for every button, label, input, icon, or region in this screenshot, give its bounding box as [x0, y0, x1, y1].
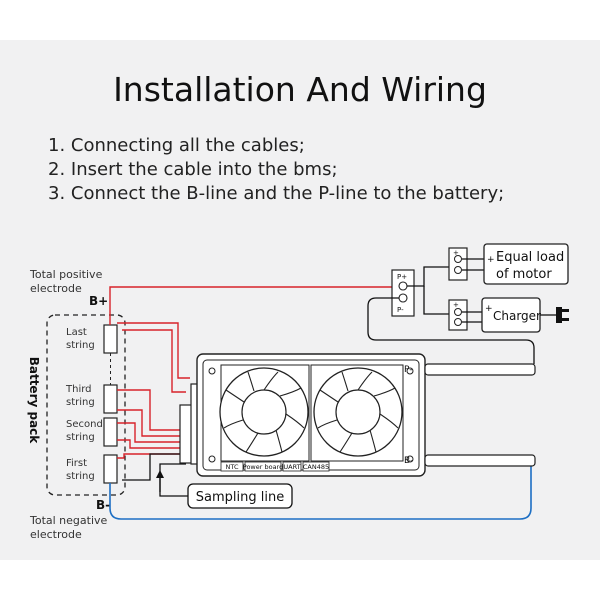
charger-label: Charger: [493, 309, 541, 323]
sampling-arrow: [156, 470, 164, 478]
b-plus-label: B+: [89, 294, 108, 308]
output-wires: [407, 266, 451, 315]
step-2: 2. Insert the cable into the bms;: [48, 159, 338, 180]
step-3: 3. Connect the B-line and the P-line to …: [48, 183, 505, 204]
p-plus-label: P+: [397, 273, 407, 281]
p-minus-terminal: [398, 293, 408, 303]
load-plus-sign: +: [487, 255, 495, 265]
charger-plus-sign: +: [485, 304, 493, 314]
fan-right: [310, 364, 404, 462]
plug-icon: [556, 307, 569, 323]
p-terminal-block: [391, 269, 415, 317]
fan-left: [219, 364, 310, 462]
port-power-board: Power board: [243, 463, 284, 471]
port-can485: CAN485: [303, 463, 329, 471]
sampling-line-box: [187, 483, 293, 509]
p-minus-label: P-: [397, 306, 404, 314]
load-terminal-neg: [454, 266, 462, 274]
port-row: NTC Power board UART CAN485: [220, 461, 330, 472]
battery-pack-label: Battery pack: [27, 357, 41, 445]
positive-wires: [109, 286, 392, 459]
battery-cell-second: [103, 417, 118, 447]
bms-output-leads: [424, 363, 536, 467]
step-list: 1. Connecting all the cables; 2. Insert …: [48, 134, 504, 206]
step-1: 1. Connecting all the cables;: [48, 135, 305, 156]
battery-cell-third: [103, 384, 118, 414]
charger-link-wires: [462, 311, 482, 323]
battery-cell-last: [103, 324, 118, 354]
sampling-callout-line: [159, 478, 188, 497]
battery-pack-outline: [46, 314, 126, 496]
load-link-wires: [462, 258, 484, 271]
bms-screws: [208, 367, 414, 463]
battery-cell-first: [103, 454, 118, 484]
port-uart: UART: [283, 463, 300, 471]
bms-b-minus-label: B-: [404, 456, 413, 466]
p-plus-terminal: [398, 281, 408, 291]
charger-terminal-neg: [454, 318, 462, 326]
load-terminal-plus: +: [453, 249, 459, 257]
negative-wire: [109, 461, 532, 520]
port-ntc: NTC: [226, 463, 239, 471]
page-title: Installation And Wiring: [113, 70, 487, 109]
charger-terminal-pos: [454, 308, 462, 316]
load-box: [483, 243, 569, 285]
load-terminal-pos: [454, 255, 462, 263]
b-minus-label: B-: [96, 498, 110, 512]
bms-p-minus-label: P-: [404, 365, 412, 375]
load-terminal-block: [448, 247, 468, 281]
sampling-line-label: Sampling line: [196, 490, 284, 505]
p-minus-wire: [367, 297, 535, 364]
signal-wires: [122, 453, 186, 492]
charger-terminal-plus: +: [453, 301, 459, 309]
